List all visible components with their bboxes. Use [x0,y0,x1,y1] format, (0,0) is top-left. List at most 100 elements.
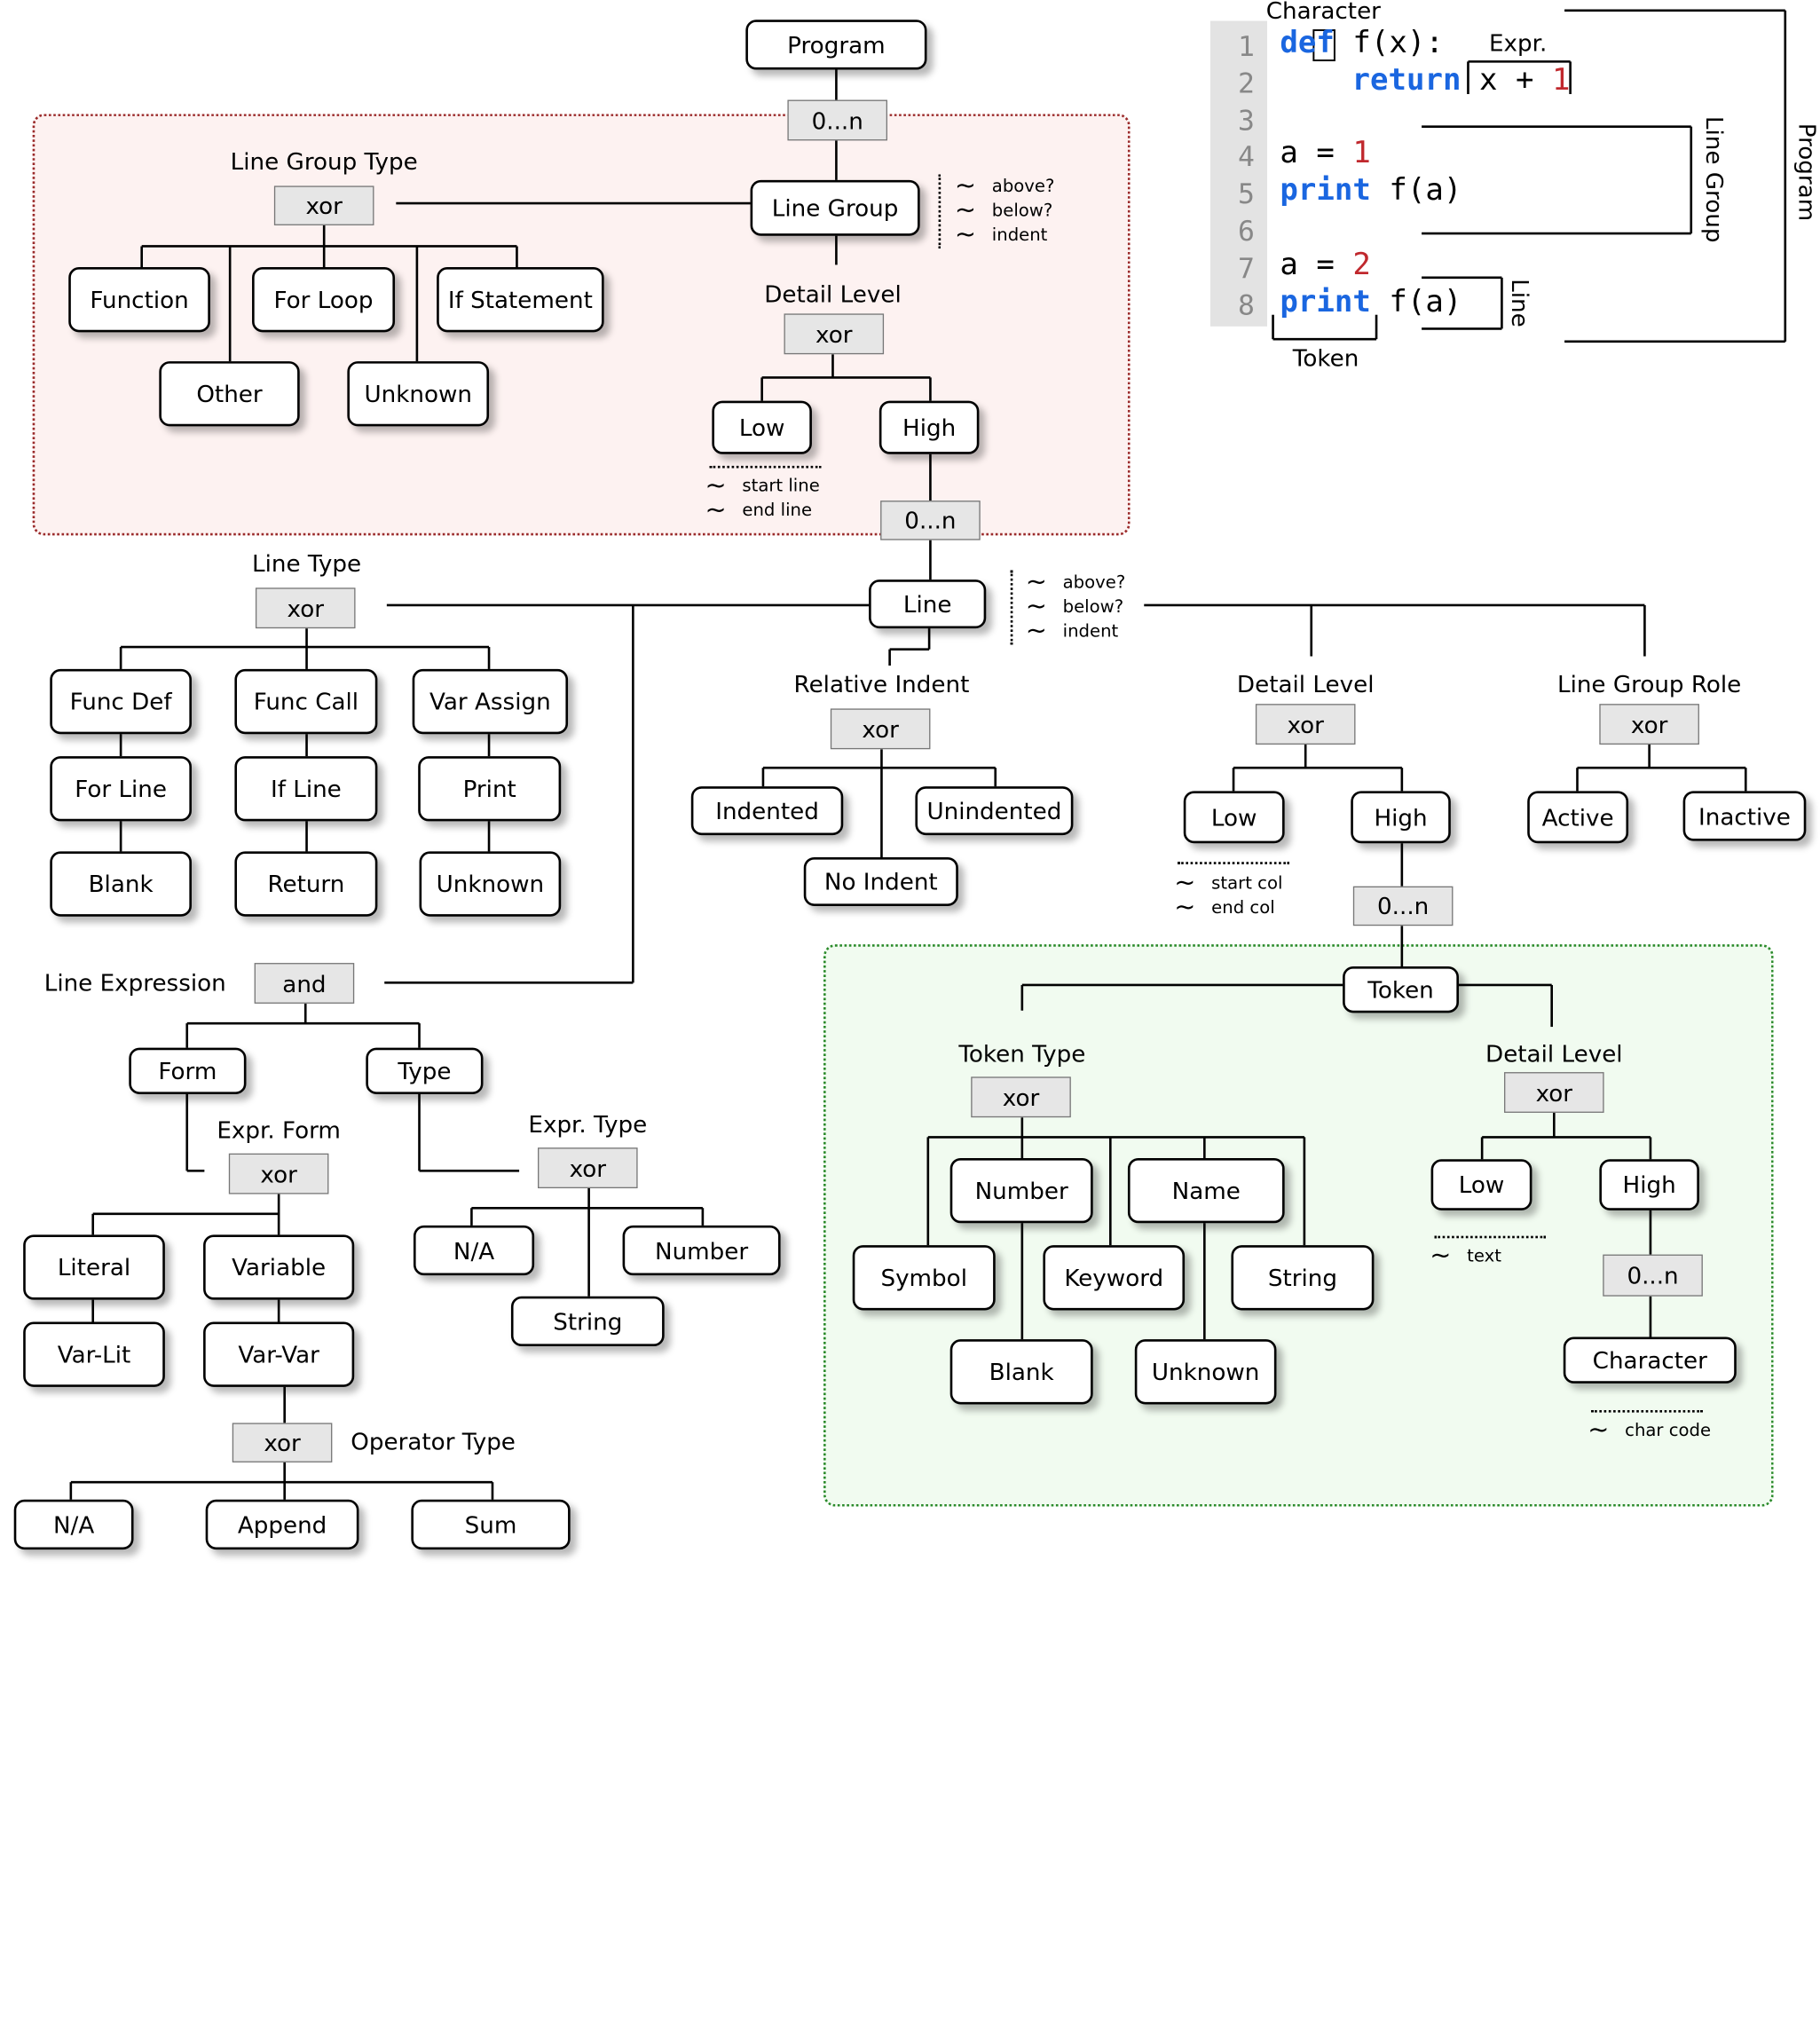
token-type-unknown-node[interactable]: Unknown [1134,1339,1277,1405]
expr-type-number-node[interactable]: Number [622,1225,781,1276]
append-node[interactable]: Append [205,1499,359,1550]
program-node[interactable]: Program [745,20,927,70]
line-number: 1 [1237,30,1255,63]
for-line-node[interactable]: For Line [50,756,192,822]
line-node[interactable]: Line [869,579,987,629]
variable-node[interactable]: Variable [203,1234,355,1300]
line-number: 8 [1237,288,1255,322]
line-high-node[interactable]: High [1351,791,1451,844]
blank-line-node[interactable]: Blank [50,851,192,917]
line-group-type-xor: xor [273,185,374,225]
inactive-node[interactable]: Inactive [1682,791,1807,841]
program-callout-label: Program [1792,122,1820,222]
line-low-node[interactable]: Low [1183,791,1285,844]
function-node[interactable]: Function [68,267,210,333]
line-number: 6 [1237,215,1255,248]
line-group-range: ~start line ~end line [705,471,820,525]
line-group-high-node[interactable]: High [878,400,980,454]
if-line-node[interactable]: If Line [234,756,378,822]
line-group-node[interactable]: Line Group [750,179,920,236]
code-line-2: return x + 1 [1351,62,1571,98]
func-def-node[interactable]: Func Def [50,668,192,735]
indented-node[interactable]: Indented [690,786,844,836]
token-high-node[interactable]: High [1599,1159,1699,1210]
token-type-blank-node[interactable]: Blank [949,1339,1093,1405]
line-attrs-divider [1010,570,1013,645]
relative-indent-xor: xor [830,708,931,750]
character-node[interactable]: Character [1563,1336,1737,1384]
line-group-attributes: ~above? ~below? ~indent [954,171,1055,250]
char-code-divider [1591,1410,1703,1413]
token-type-string-node[interactable]: String [1231,1245,1375,1311]
operator-type-xor: xor [232,1423,333,1462]
token-callout-label: Token [1292,343,1359,372]
expr-callout-label: Expr. [1489,28,1548,58]
line-group-callout-label: Line Group [1700,115,1729,243]
line-number: 2 [1237,67,1255,100]
code-line-5: print f(a) [1280,173,1462,209]
token-node[interactable]: Token [1343,966,1459,1013]
program-multiplicity: 0...n [787,99,887,141]
expr-form-label: Expr. Form [217,1116,341,1145]
line-group-attrs-divider [938,174,942,249]
unknown-line-type-node[interactable]: Unknown [419,851,562,917]
code-line-8: print f(a) [1280,284,1462,319]
expr-type-string-node[interactable]: String [510,1296,665,1347]
sum-node[interactable]: Sum [411,1499,571,1550]
form-node[interactable]: Form [129,1047,247,1094]
token-type-symbol-node[interactable]: Symbol [852,1245,996,1311]
func-call-node[interactable]: Func Call [234,668,378,735]
unknown-line-group-node[interactable]: Unknown [347,361,490,427]
if-statement-node[interactable]: If Statement [437,267,604,333]
no-indent-node[interactable]: No Indent [803,856,958,906]
code-line-7: a = 2 [1280,247,1371,283]
line-type-xor: xor [255,587,356,629]
code-line-4: a = 1 [1280,136,1371,171]
print-node[interactable]: Print [418,756,562,822]
code-line-gutter [1209,20,1268,327]
expr-type-na-node[interactable]: N/A [413,1225,535,1276]
token-text-attribute: ~text [1430,1242,1501,1271]
line-column-range: ~start col ~end col [1174,869,1283,923]
unindented-node[interactable]: Unindented [915,786,1074,836]
connector-lines [69,9,1787,1500]
code-line-1: def f(x): [1280,25,1444,61]
expr-type-label: Expr. Type [528,1110,648,1139]
line-callout-label: Line [1506,279,1535,327]
token-type-number-node[interactable]: Number [949,1157,1093,1224]
line-number: 3 [1237,104,1255,138]
line-group-low-node[interactable]: Low [712,400,812,454]
line-number: 7 [1237,252,1255,285]
type-node[interactable]: Type [366,1047,484,1094]
line-attributes: ~above? ~below? ~indent [1025,568,1126,646]
var-var-node[interactable]: Var-Var [203,1321,355,1387]
return-node[interactable]: Return [234,851,378,917]
expr-form-xor: xor [228,1153,329,1194]
var-assign-node[interactable]: Var Assign [412,668,569,735]
token-detail-level-label: Detail Level [1485,1039,1623,1068]
token-type-keyword-node[interactable]: Keyword [1043,1245,1186,1311]
line-group-detail-xor: xor [784,313,885,355]
active-node[interactable]: Active [1527,791,1629,844]
line-group-detail-level-label: Detail Level [764,280,902,308]
line-group-range-divider [709,465,822,469]
token-region [823,944,1774,1507]
token-low-node[interactable]: Low [1430,1159,1532,1210]
operator-na-node[interactable]: N/A [13,1499,134,1550]
token-type-name-node[interactable]: Name [1127,1157,1285,1224]
var-lit-node[interactable]: Var-Lit [23,1321,165,1387]
literal-node[interactable]: Literal [23,1234,165,1300]
for-loop-node[interactable]: For Loop [252,267,396,333]
other-node[interactable]: Other [159,361,300,427]
line-group-role-xor: xor [1599,704,1699,745]
line-group-role-label: Line Group Role [1556,670,1742,698]
character-callout-label: Character [1265,0,1381,25]
line-expression-label: Line Expression [43,968,226,997]
char-code-attribute: ~char code [1588,1415,1712,1446]
line-expression-and: and [254,963,355,1004]
line-number: 4 [1237,140,1255,174]
line-detail-xor: xor [1255,704,1356,745]
line-type-label: Line Type [252,549,362,578]
line-group-multiplicity: 0...n [880,501,981,540]
